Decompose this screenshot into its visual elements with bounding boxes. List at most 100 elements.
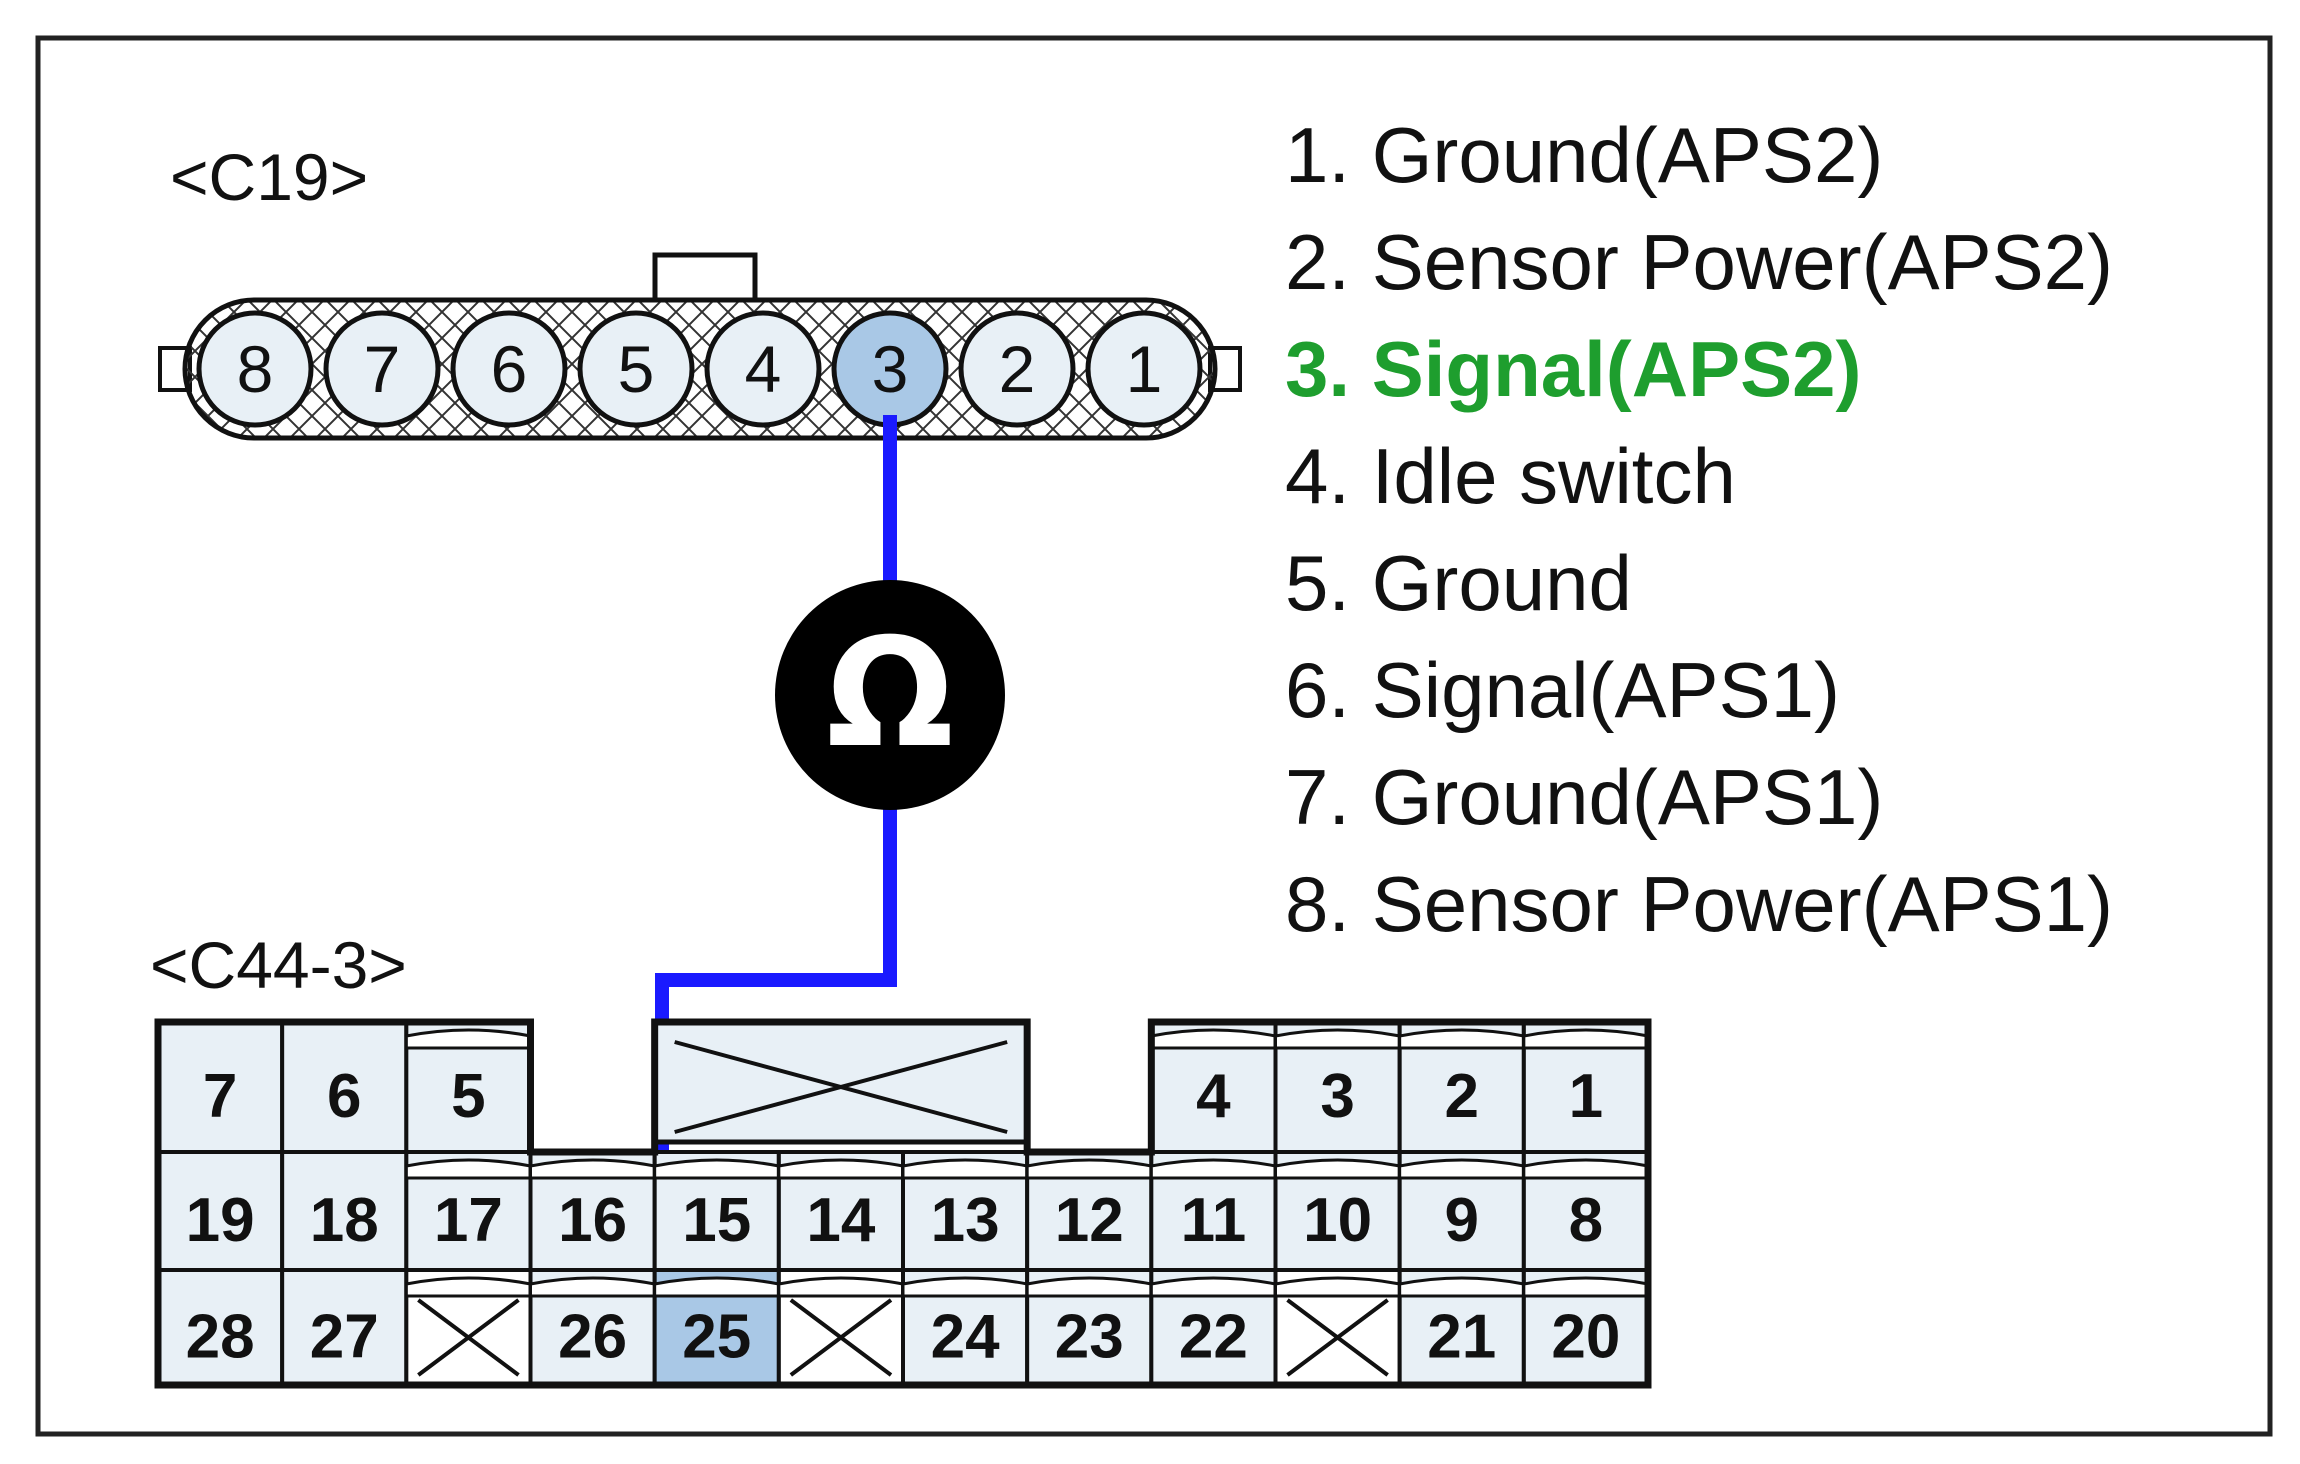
c44-cell-11: 11 (1149, 1150, 1278, 1272)
c44-outline (154, 1018, 1652, 1389)
legend-item-8: 8. Sensor Power(APS1) (1285, 860, 2113, 948)
c44-cell-6: 6 (280, 1020, 409, 1154)
c19-pin-circle (450, 310, 568, 428)
c44-cell-r3c6 (776, 1268, 905, 1387)
c44-cell-label: 3 (1320, 1062, 1354, 1131)
c44-cell-15: 15 (652, 1150, 781, 1272)
ohmmeter-body (775, 580, 1005, 810)
pin-legend: 1. Ground(APS2) 2. Sensor Power(APS2) 3. S… (1285, 111, 2113, 948)
c44-cell-7: 7 (156, 1020, 285, 1154)
ohmmeter: Ω (775, 580, 1005, 810)
c44-blocked-cavity (652, 1019, 1030, 1145)
legend-item-7: 7. Ground(APS1) (1285, 753, 1883, 841)
c44-cell-8: 8 (1521, 1150, 1651, 1272)
c44-cell-label: 5 (451, 1062, 485, 1131)
c44-cell-label: 24 (931, 1303, 1000, 1372)
c44-cell-12: 12 (1025, 1150, 1154, 1272)
c44-cell-tab (1149, 1276, 1277, 1298)
c19-pin-circle (1085, 310, 1203, 428)
c44-cell-14: 14 (776, 1150, 905, 1272)
c44-cell-label: 25 (682, 1303, 751, 1372)
legend-item-2: 2. Sensor Power(APS2) (1285, 218, 2113, 306)
c44-cell-tab (404, 1276, 532, 1298)
c44-cell-label: 27 (310, 1303, 379, 1372)
c44-cell-label: 2 (1445, 1062, 1479, 1131)
c19-pin-2: 2 (958, 310, 1076, 428)
c44-cell-23: 23 (1025, 1268, 1154, 1387)
c44-cell-10: 10 (1273, 1150, 1402, 1272)
c44-cell-label: 23 (1055, 1303, 1124, 1372)
c19-pin-circle (958, 310, 1076, 428)
c44-cell-21: 21 (1397, 1268, 1526, 1387)
c19-pin-label: 1 (1126, 332, 1163, 406)
c44-cell-16: 16 (528, 1150, 657, 1272)
c44-cell-label: 22 (1179, 1303, 1248, 1372)
c44-cell-tab (1274, 1276, 1402, 1298)
ohm-icon: Ω (826, 607, 954, 781)
c19-latch (652, 252, 758, 303)
c44-cell-label: 7 (203, 1062, 237, 1131)
c44-cell-r3c3 (404, 1268, 533, 1387)
blocked-cavity-x-icon (674, 1040, 1008, 1134)
c44-cell-25: 25 (652, 1268, 781, 1387)
c44-cell-label: 14 (806, 1186, 875, 1255)
c44-cell-label: 12 (1055, 1186, 1124, 1255)
c44-cell-5: 5 (404, 1020, 533, 1154)
c44-cell-label: 10 (1303, 1186, 1372, 1255)
c44-cell-label: 4 (1196, 1062, 1231, 1131)
c19-pin-label: 6 (491, 332, 528, 406)
c44-cell-24: 24 (901, 1268, 1030, 1387)
c44-cell-label: 6 (327, 1062, 361, 1131)
legend-item-6: 6. Signal(APS1) (1285, 646, 1840, 734)
c44-cell-tab (1149, 1158, 1277, 1180)
c44-cell-tab (901, 1276, 1029, 1298)
c44-cell-box (280, 1268, 409, 1387)
c44-cell-13: 13 (901, 1150, 1030, 1272)
c44-cell-1: 1 (1521, 1020, 1651, 1154)
c44-cell-label: 11 (1181, 1186, 1247, 1255)
c44-cell-tab (1274, 1028, 1402, 1050)
c44-cell-label: 20 (1551, 1303, 1620, 1372)
c44-name: <C44-3> (150, 928, 407, 1002)
c44-cell-4: 4 (1149, 1020, 1278, 1154)
c44-cell-3: 3 (1273, 1020, 1402, 1154)
c44-cell-tab (1149, 1028, 1277, 1050)
c44-cell-tab (901, 1158, 1029, 1180)
c19-pin-label: 2 (999, 332, 1036, 406)
c44-cell-tab (1522, 1028, 1650, 1050)
c19-pin-circle (196, 310, 314, 428)
c19-pin-circle (323, 310, 441, 428)
c44-cell-label: 26 (558, 1303, 627, 1372)
c44-cell-box (280, 1150, 409, 1272)
c44-cell-27: 27 (280, 1268, 409, 1387)
c44-cell-tab (529, 1276, 657, 1298)
c19-pin-4: 4 (704, 310, 822, 428)
legend-item-1: 1. Ground(APS2) (1285, 111, 1883, 199)
c44-cell-tab (777, 1276, 905, 1298)
c44-cell-r3c10 (1273, 1268, 1402, 1387)
c19-pin-8: 8 (196, 310, 314, 428)
c44-cell-box (156, 1020, 285, 1154)
c44-cell-17: 17 (404, 1150, 533, 1272)
c19-pin-label: 4 (745, 332, 782, 406)
c44-cell-tab (653, 1158, 781, 1180)
c19-pin-label: 8 (237, 332, 274, 406)
c19-pin-circle (704, 310, 822, 428)
empty-cavity-x-icon (417, 1298, 520, 1377)
c44-cell-22: 22 (1149, 1268, 1278, 1387)
c44-cell-tab (1274, 1158, 1402, 1180)
c44-cell-tab (653, 1276, 781, 1298)
c44-cell-label: 19 (186, 1186, 255, 1255)
c19-pin-label: 3 (872, 332, 909, 406)
c44-cell-label: 18 (310, 1186, 379, 1255)
c44-cell-28: 28 (156, 1268, 285, 1387)
c19-pin-7: 7 (323, 310, 441, 428)
c19-pin-1: 1 (1085, 310, 1203, 428)
wire-lower (655, 800, 897, 1310)
c44-cell-tab (404, 1158, 532, 1180)
legend-item-3: 3. Signal(APS2) (1285, 325, 1861, 413)
legend-item-4: 4. Idle switch (1285, 432, 1736, 520)
c19-pin-3: 3 (831, 310, 949, 428)
